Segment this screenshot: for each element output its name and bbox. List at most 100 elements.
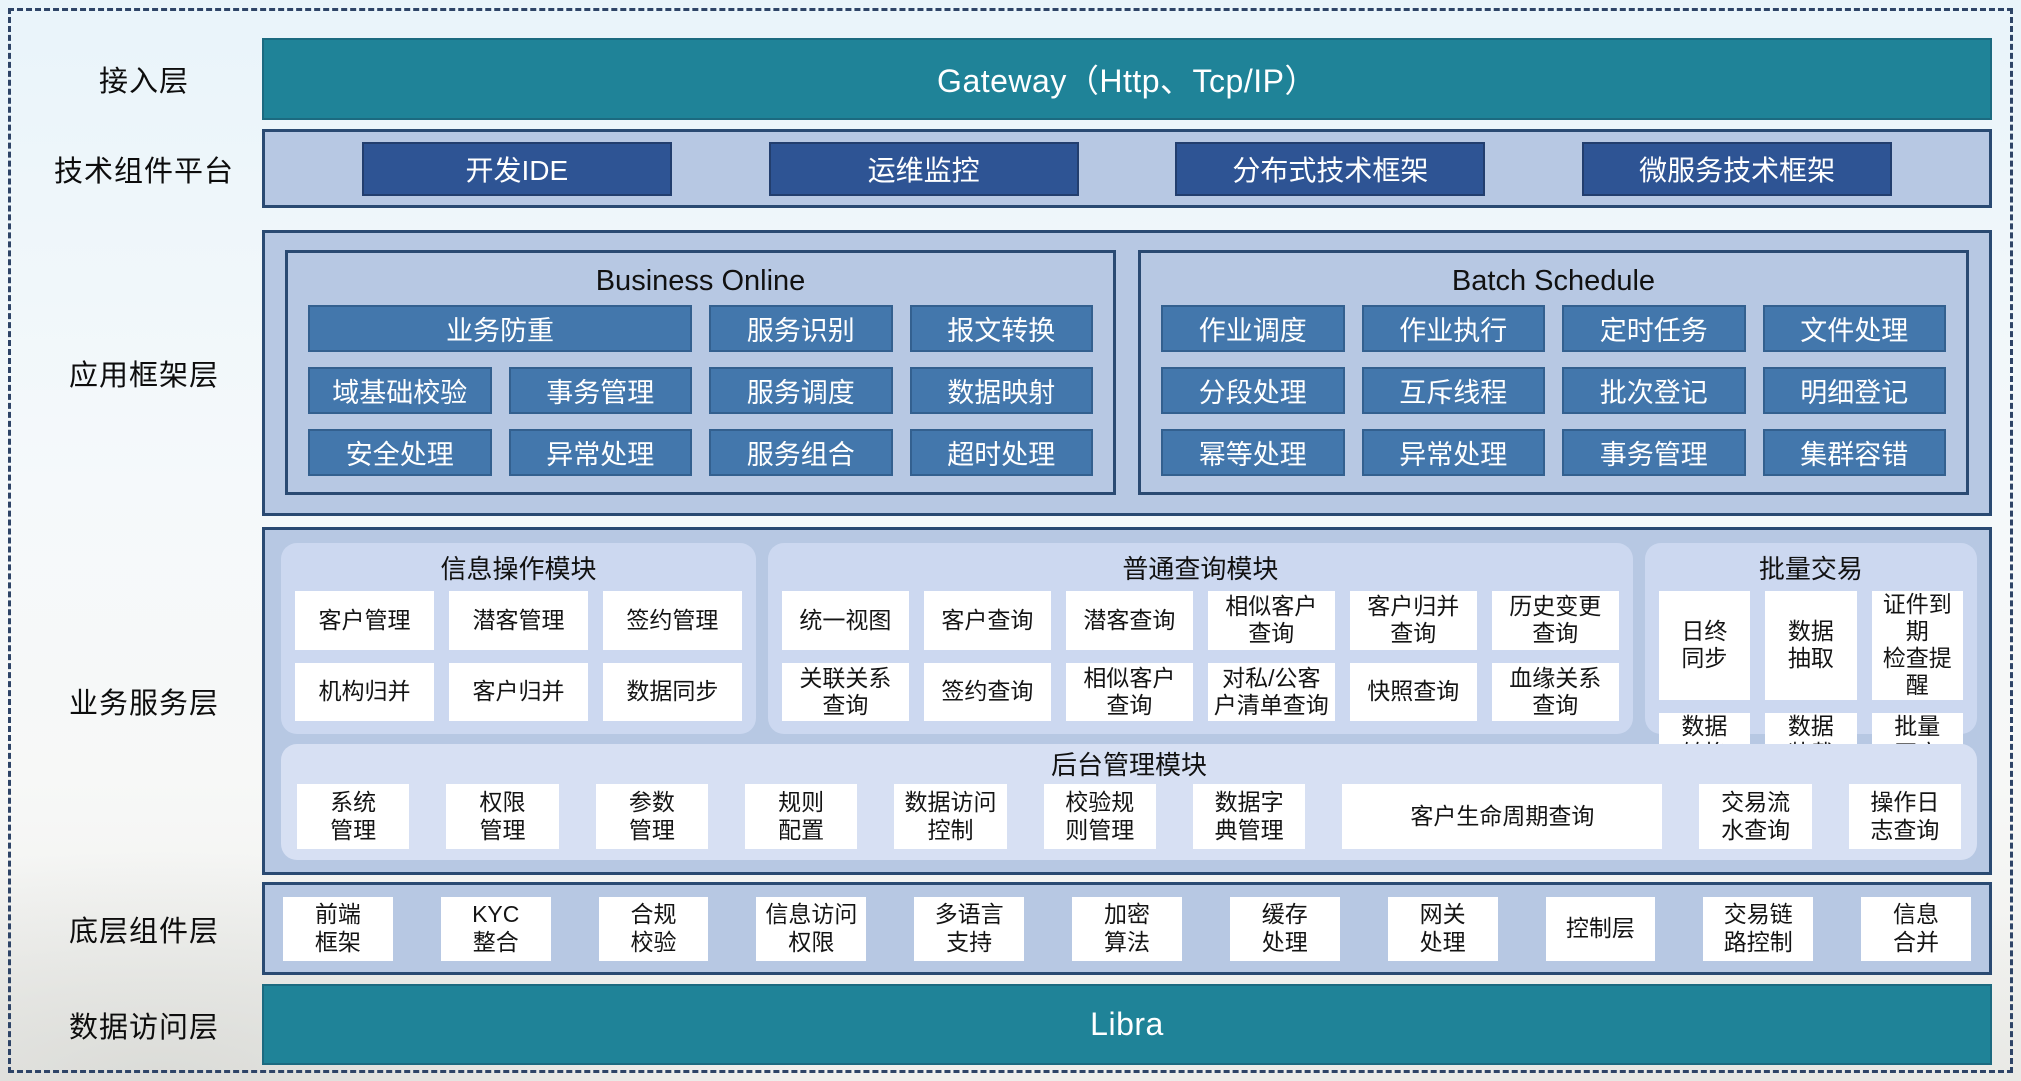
module-admin-items: 系统 管理权限 管理参数 管理规则 配置数据访问 控制校验规 则管理数据字 典管… [297,784,1962,849]
layer-business-service: 业务服务层 信息操作模块 客户管理潜客管理签约管理机构归并客户归并数据同步 普通… [36,527,1992,875]
admin-item: 数据字 典管理 [1192,784,1306,849]
base-component-item: 信息 合并 [1861,896,1971,961]
batch-schedule-cell: 互斥线程 [1361,367,1545,414]
admin-item: 校验规 则管理 [1043,784,1156,849]
module-item: 历史变更 查询 [1491,591,1619,650]
business-online-grid: 业务防重服务识别报文转换域基础校验事务管理服务调度数据映射安全处理异常处理服务组… [308,305,1093,476]
batch-schedule-cell: 作业调度 [1161,305,1345,352]
admin-item: 操作日 志查询 [1848,784,1962,849]
batch-schedule-cell: 作业执行 [1361,305,1545,352]
module-item: 机构归并 [295,662,434,721]
admin-item: 客户生命周期查询 [1342,784,1663,849]
module-item: 客户归并 [448,662,588,721]
batch-schedule-section: Batch Schedule 作业调度作业执行定时任务文件处理分段处理互斥线程批… [1138,250,1969,495]
admin-item: 参数 管理 [595,784,708,849]
base-component-item: 交易链 路控制 [1703,896,1814,961]
business-online-cell: 业务防重 [308,305,692,352]
access-layer-label: 接入层 [98,66,189,98]
base-component-item: KYC 整合 [440,896,551,961]
module-item: 统一视图 [781,591,909,650]
module-item: 相似客户 查询 [1207,591,1335,650]
data-access-label: 数据访问层 [68,1011,219,1044]
base-component-item: 网关 处理 [1387,896,1498,961]
batch-schedule-cell: 事务管理 [1562,429,1746,476]
batch-schedule-cell: 批次登记 [1562,367,1746,414]
module-item: 相似客户 查询 [1065,662,1193,721]
admin-item: 交易流 水查询 [1699,784,1812,849]
module-item: 签约查询 [923,662,1051,721]
base-component-item: 控制层 [1545,896,1656,961]
business-online-cell: 数据映射 [909,367,1093,414]
layer-access: 接入层 Gateway（Http、Tcp/IP） [36,38,1992,120]
business-online-cell: 服务调度 [709,367,893,414]
business-online-cell: 超时处理 [909,429,1093,476]
module-item: 关联关系 查询 [781,662,909,721]
tech-platform-item: 运维监控 [768,141,1079,196]
business-online-cell: 报文转换 [909,305,1093,352]
batch-schedule-cell: 明细登记 [1762,367,1946,414]
business-online-cell: 安全处理 [308,429,492,476]
base-components-label: 底层组件层 [68,915,219,948]
batch-schedule-cell: 异常处理 [1361,429,1545,476]
admin-item: 系统 管理 [297,784,410,849]
module-item: 数据同步 [602,662,742,721]
layer-data-access: 数据访问层 Libra [36,984,1992,1065]
batch-schedule-title: Batch Schedule [1451,265,1656,297]
module-item: 潜客查询 [1065,591,1193,650]
module-item: 客户查询 [923,591,1051,650]
libra-bar: Libra [262,984,1992,1065]
module-common-query-grid: 统一视图客户查询潜客查询相似客户 查询客户归并 查询历史变更 查询关联关系 查询… [781,591,1619,721]
business-service-panel: 信息操作模块 客户管理潜客管理签约管理机构归并客户归并数据同步 普通查询模块 统… [262,527,1992,875]
module-item: 证件到期 检查提醒 [1871,591,1963,700]
module-common-query-title: 普通查询模块 [1122,554,1279,584]
batch-schedule-cell: 集群容错 [1762,429,1946,476]
tech-platform-item: 开发IDE [361,141,672,196]
module-info-operation-title: 信息操作模块 [440,554,597,584]
base-component-item: 前端 框架 [283,896,393,961]
business-online-cell: 异常处理 [508,429,692,476]
app-framework-panel: Business Online 业务防重服务识别报文转换域基础校验事务管理服务调… [262,230,1992,516]
module-item: 签约管理 [602,591,742,650]
app-framework-label: 应用框架层 [68,360,219,392]
base-component-item: 缓存 处理 [1229,896,1340,961]
layer-app-framework: 应用框架层 Business Online 业务防重服务识别报文转换域基础校验事… [36,230,1992,516]
module-item: 日终 同步 [1658,591,1751,700]
base-component-item: 信息访问 权限 [756,896,867,961]
business-service-label: 业务服务层 [68,688,219,720]
admin-item: 规则 配置 [744,784,858,849]
batch-schedule-cell: 分段处理 [1161,367,1345,414]
admin-item: 数据访问 控制 [894,784,1007,849]
module-item: 客户管理 [295,591,434,650]
base-component-item: 加密 算法 [1072,896,1182,961]
business-online-section: Business Online 业务防重服务识别报文转换域基础校验事务管理服务调… [285,250,1116,495]
business-service-modules: 信息操作模块 客户管理潜客管理签约管理机构归并客户归并数据同步 普通查询模块 统… [281,543,1977,767]
module-admin-title: 后台管理模块 [1050,750,1207,780]
batch-schedule-cell: 文件处理 [1762,305,1946,352]
module-batch-trade-title: 批量交易 [1758,554,1863,584]
business-online-cell: 服务组合 [709,429,893,476]
business-online-title: Business Online [595,265,806,297]
module-common-query: 普通查询模块 统一视图客户查询潜客查询相似客户 查询客户归并 查询历史变更 查询… [767,543,1633,734]
batch-schedule-grid: 作业调度作业执行定时任务文件处理分段处理互斥线程批次登记明细登记幂等处理异常处理… [1161,305,1946,476]
batch-schedule-cell: 幂等处理 [1161,429,1345,476]
tech-platform-label: 技术组件平台 [53,155,234,188]
business-online-cell: 事务管理 [508,367,692,414]
base-component-item: 多语言 支持 [914,896,1025,961]
gateway-bar: Gateway（Http、Tcp/IP） [262,38,1992,120]
tech-platform-item: 分布式技术框架 [1175,141,1486,196]
module-item: 对私/公客 户清单查询 [1207,662,1335,721]
module-info-operation-grid: 客户管理潜客管理签约管理机构归并客户归并数据同步 [295,591,742,721]
admin-item: 权限 管理 [446,784,559,849]
business-online-cell: 服务识别 [709,305,893,352]
module-item: 血缘关系 查询 [1491,662,1619,721]
module-item: 客户归并 查询 [1349,591,1477,650]
module-item: 快照查询 [1349,662,1477,721]
module-item: 数据 抽取 [1765,591,1857,700]
